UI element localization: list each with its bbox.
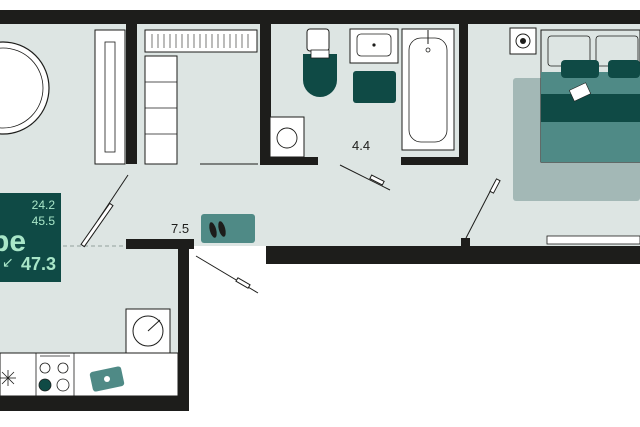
kettle bbox=[89, 366, 125, 392]
entry-mat bbox=[201, 214, 255, 243]
sink bbox=[349, 28, 399, 64]
stove bbox=[38, 362, 70, 392]
wardrobe-left-partition bbox=[126, 24, 137, 164]
bedroom-shelf bbox=[546, 235, 640, 245]
kitchen-sink bbox=[125, 308, 171, 354]
bathtub bbox=[401, 28, 455, 151]
door-entrance bbox=[195, 255, 259, 294]
door-bathroom bbox=[339, 164, 391, 191]
kitchen-counter bbox=[0, 352, 179, 397]
cooktop-burner bbox=[0, 370, 16, 386]
bedroom-left-partition bbox=[459, 24, 468, 165]
hall-door-jamb bbox=[127, 239, 135, 247]
bottom-wall-left bbox=[0, 396, 189, 411]
arrow-icon: ↙ bbox=[2, 254, 14, 270]
badge-word-fragment: pe bbox=[0, 225, 27, 258]
bathroom-bottom-wall-b bbox=[401, 157, 467, 165]
living-area-value: 24.2 bbox=[31, 198, 55, 212]
round-table bbox=[0, 41, 50, 135]
hallway-area-label: 7.5 bbox=[171, 221, 190, 236]
doors bbox=[80, 164, 501, 294]
washing-machine bbox=[269, 116, 305, 158]
bathroom-bottom-wall-a bbox=[260, 157, 318, 165]
toilet bbox=[303, 28, 337, 97]
total-living-area-value: 45.5 bbox=[31, 214, 55, 228]
slippers bbox=[209, 221, 226, 238]
walls bbox=[0, 10, 640, 411]
closet-shelves bbox=[94, 29, 126, 165]
bed bbox=[540, 29, 640, 163]
bedroom-washer bbox=[509, 27, 537, 55]
wardrobe bbox=[144, 29, 258, 165]
bathroom-area-label: 4.4 bbox=[352, 138, 371, 153]
total-area-value: 47.3 bbox=[20, 254, 56, 274]
kitchen-right-wall bbox=[178, 249, 189, 411]
bottom-wall-right bbox=[266, 246, 640, 264]
door-living bbox=[80, 174, 129, 248]
door-bedroom bbox=[465, 178, 501, 239]
hall-wall-corner bbox=[126, 239, 194, 249]
bedroom-door-jamb bbox=[461, 238, 470, 248]
top-wall bbox=[0, 10, 640, 24]
area-badge: 24.2 45.5 pe ↙ 47.3 bbox=[0, 193, 61, 282]
bathroom-left-partition bbox=[260, 24, 271, 164]
bath-mat bbox=[353, 71, 396, 103]
